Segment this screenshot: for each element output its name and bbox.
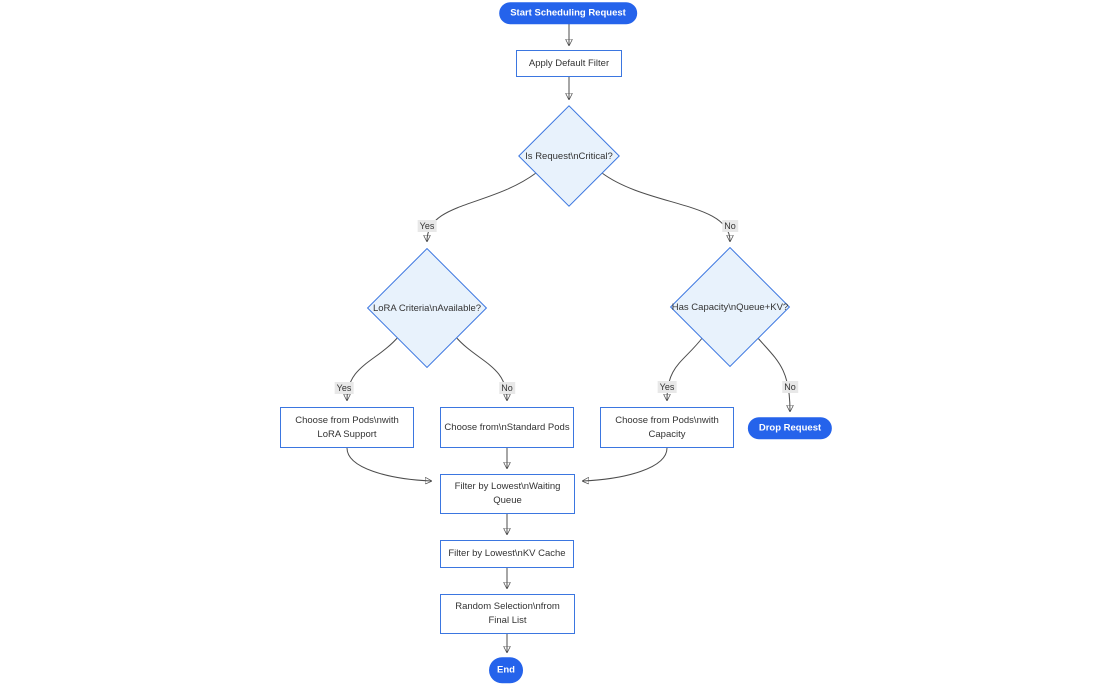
node-end: End <box>489 657 523 683</box>
node-choose-standard-pods: Choose from\nStandard Pods <box>440 407 574 448</box>
node-start: Start Scheduling Request <box>499 2 637 24</box>
edge-label-capacity-yes: Yes <box>657 381 677 393</box>
node-apply-default-filter: Apply Default Filter <box>516 50 622 77</box>
node-filter-waiting-queue: Filter by Lowest\nWaiting Queue <box>440 474 575 514</box>
node-lora-criteria-available: LoRA Criteria\nAvailable? <box>366 247 488 369</box>
node-has-capacity-queue-kv: Has Capacity\nQueue+KV? <box>669 246 791 368</box>
edge-label-lora-yes: Yes <box>334 382 354 394</box>
edge-label-lora-no: No <box>499 382 515 394</box>
node-drop-request: Drop Request <box>747 417 833 439</box>
decision-label: Is Request\nCritical? <box>525 150 613 162</box>
edge-label-critical-yes: Yes <box>417 220 437 232</box>
edge-capacity-no <box>756 336 790 411</box>
decision-label: Has Capacity\nQueue+KV? <box>671 301 789 313</box>
decision-label: LoRA Criteria\nAvailable? <box>372 302 482 314</box>
edge-capacity-pods-to-waiting-queue <box>583 447 668 481</box>
edge-critical-no <box>601 172 730 241</box>
node-filter-kv-cache: Filter by Lowest\nKV Cache <box>440 540 574 568</box>
edge-label-capacity-no: No <box>782 381 798 393</box>
node-random-selection: Random Selection\nfrom Final List <box>440 594 575 634</box>
edge-label-critical-no: No <box>722 220 738 232</box>
node-choose-lora-pods: Choose from Pods\nwith LoRA Support <box>280 407 414 448</box>
node-is-request-critical: Is Request\nCritical? <box>517 104 621 208</box>
edge-lora-pods-to-waiting-queue <box>346 447 431 481</box>
node-choose-capacity-pods: Choose from Pods\nwith Capacity <box>600 407 734 448</box>
